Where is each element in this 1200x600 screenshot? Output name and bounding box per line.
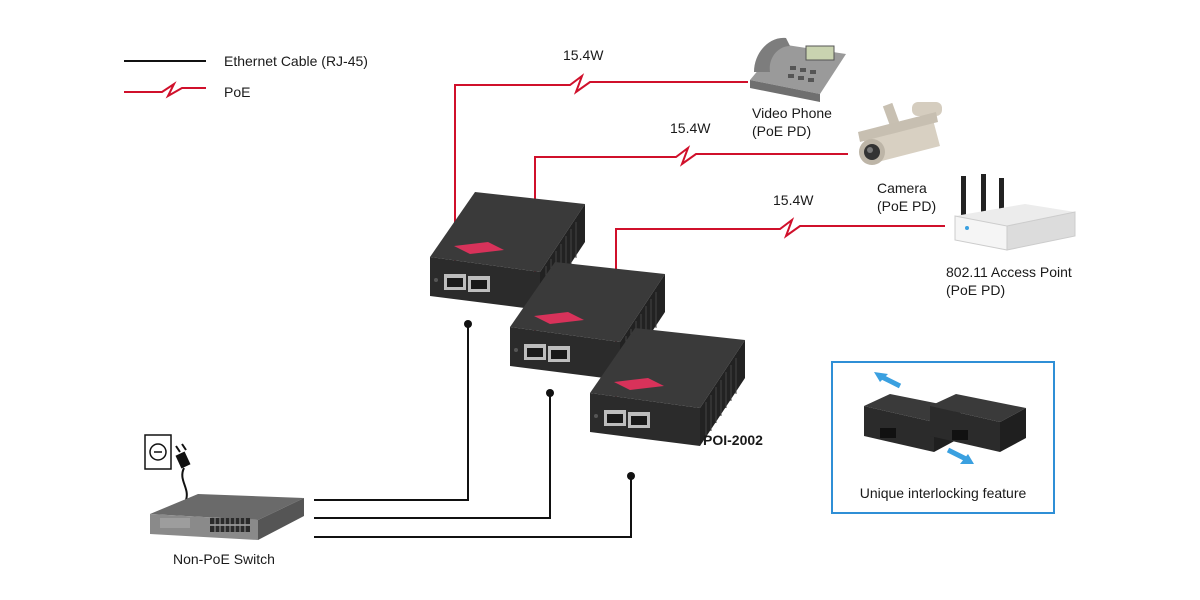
device-name: Camera [877, 180, 927, 196]
device-label-camera: Camera (PoE PD) [877, 179, 936, 215]
poe-line-camera [534, 145, 848, 353]
power-label-camera: 15.4W [670, 120, 711, 136]
device-type: (PoE PD) [946, 282, 1006, 298]
switch-label: Non-PoE Switch [173, 551, 275, 567]
power-plug-icon [175, 443, 191, 501]
camera-image [858, 102, 942, 165]
callout-caption: Unique interlocking feature [859, 485, 1027, 501]
device-label-access-point: 802.11 Access Point (PoE PD) [946, 263, 1072, 299]
legend-ethernet-label: Ethernet Cable (RJ-45) [224, 53, 368, 69]
ethernet-lines [314, 324, 632, 538]
ethernet-line-2 [314, 393, 551, 519]
power-label-video-phone: 15.4W [563, 47, 604, 63]
ethernet-line-3 [314, 476, 632, 538]
ethernet-line-dots [464, 320, 635, 480]
device-name: Video Phone [752, 105, 832, 121]
injector-model-label: POI-2002 [703, 432, 763, 448]
poe-line-access-point [615, 217, 945, 420]
access-point-image [954, 174, 1076, 251]
device-type: (PoE PD) [877, 198, 937, 214]
poe-line-video-phone [454, 73, 748, 272]
power-outlet-icon [144, 434, 172, 470]
legend-poe-line [124, 81, 206, 99]
ethernet-line-1 [314, 324, 469, 501]
device-type: (PoE PD) [752, 123, 812, 139]
device-label-video-phone: Video Phone (PoE PD) [752, 104, 832, 140]
legend [124, 60, 206, 99]
device-name: 802.11 Access Point [946, 264, 1072, 280]
interlocking-image [864, 372, 1026, 464]
switch-image [150, 494, 304, 540]
poe-lines [454, 73, 945, 420]
video-phone-image [750, 37, 846, 102]
power-label-access-point: 15.4W [773, 192, 814, 208]
legend-poe-label: PoE [224, 84, 251, 100]
